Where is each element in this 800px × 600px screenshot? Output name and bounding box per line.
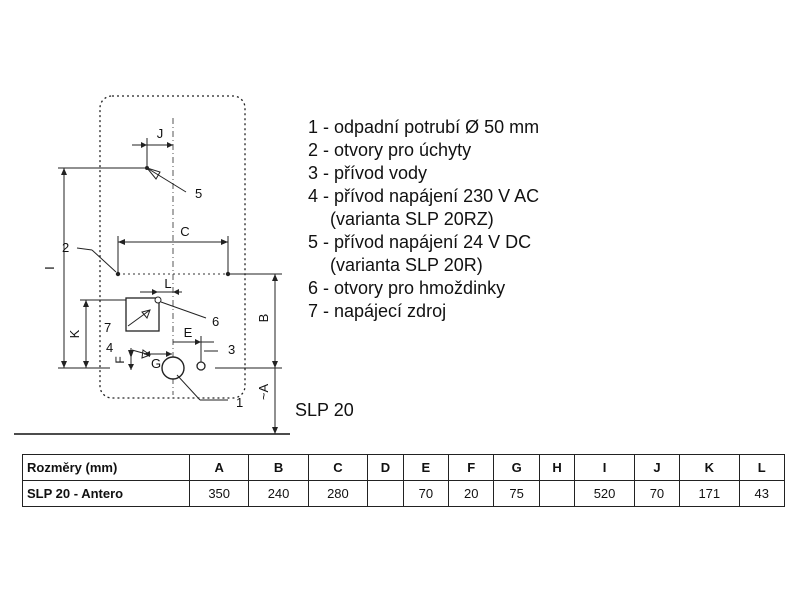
table-header-cell: A [188, 454, 250, 481]
dim-b-label: B [256, 314, 271, 323]
dim-j-label: J [157, 126, 164, 141]
table-header-cell: K [679, 454, 740, 481]
dim-k-arrow [83, 300, 89, 307]
callout-7: 7 [104, 320, 111, 335]
table-header-cell: I [574, 454, 635, 481]
dim-b-arrow [272, 274, 278, 281]
table-cell: 240 [248, 480, 309, 507]
dim-k-arrow [83, 361, 89, 368]
table-header-cell: E [402, 454, 450, 481]
dim-a-arrow [272, 427, 278, 434]
legend-item-1: 1 - odpadní potrubí Ø 50 mm [308, 117, 540, 137]
callout-2-leader [76, 247, 93, 251]
waste-pipe [161, 356, 185, 380]
table-cell: 350 [188, 480, 250, 507]
dim-c-label: C [180, 224, 189, 239]
table-header-cell: D [367, 454, 404, 481]
table-cell: 280 [307, 480, 369, 507]
table-cell: 43 [738, 480, 785, 507]
callout-1: 1 [236, 395, 243, 410]
legend-item-5-variant: (varianta SLP 20R) [330, 255, 483, 275]
dimensions-table: Rozměry (mm) A B C D E F G H I J K L SLP… [22, 454, 785, 507]
technical-drawing: J 5 I C 2 B ~A L K 7 6 [14, 95, 290, 435]
callout-5-arrow [145, 167, 161, 180]
dim-l-label: L [164, 276, 171, 291]
callout-4-arrow [141, 349, 152, 359]
callout-5-leader [146, 167, 187, 193]
callout-2: 2 [62, 240, 69, 255]
table-cell [367, 480, 404, 507]
legend-item-7: 7 - napájecí zdroj [308, 301, 447, 321]
table-cell: 20 [448, 480, 495, 507]
table-header-cell: C [307, 454, 369, 481]
legend-item-3: 3 - přívod vody [308, 163, 428, 183]
callout-7-leader [127, 309, 151, 327]
dim-g-arrow [166, 351, 172, 357]
legend-item-5: 5 - přívod napájení 24 V DC [308, 232, 532, 252]
dim-l-arrow [152, 289, 158, 295]
table-cell: 70 [402, 480, 450, 507]
dim-c-arrow [221, 239, 228, 245]
legend-item-4-variant: (varianta SLP 20RZ) [330, 209, 494, 229]
dim-e-arrow [195, 339, 201, 345]
dim-g-label: G [151, 356, 161, 371]
table-cell [538, 480, 576, 507]
power-supply-box [125, 297, 160, 332]
dim-e-label: E [184, 325, 193, 340]
mounting-hole [115, 271, 121, 277]
table-header-cell: H [538, 454, 576, 481]
callout-7-arrow [141, 309, 151, 319]
callout-6: 6 [212, 314, 219, 329]
legend-item-2: 2 - otvory pro úchyty [308, 140, 472, 160]
legend: 1 - odpadní potrubí Ø 50 mm 2 - otvory p… [308, 116, 539, 323]
callout-5: 5 [195, 186, 202, 201]
dim-f-arrow [128, 364, 134, 370]
table-header-cell: G [493, 454, 540, 481]
dim-j-arrow [141, 142, 147, 148]
dim-b-arrow [272, 361, 278, 368]
callout-2-leader [91, 249, 117, 273]
dim-i-label: I [42, 266, 57, 270]
dowel-hole [154, 296, 162, 304]
legend-item-4: 4 - přívod napájení 230 V AC [308, 186, 540, 206]
model-label: SLP 20 [295, 400, 354, 420]
table-cell: SLP 20 - Antero [22, 480, 190, 507]
table-header-cell: J [633, 454, 681, 481]
dim-i-arrow [61, 361, 67, 368]
table-row: SLP 20 - Antero 350 240 280 70 20 75 520… [22, 480, 785, 507]
dim-a-label: ~A [256, 384, 271, 401]
table-cell: 70 [633, 480, 681, 507]
callout-3: 3 [228, 342, 235, 357]
callout-4: 4 [106, 340, 113, 355]
dim-g-arrow [144, 351, 150, 357]
dim-f-label: F [113, 356, 127, 363]
dim-i-arrow [61, 168, 67, 175]
dim-l-arrow [173, 289, 179, 295]
table-cell: 75 [493, 480, 540, 507]
table-header-row: Rozměry (mm) A B C D E F G H I J K L [22, 454, 785, 481]
table-header-cell: B [248, 454, 309, 481]
table-cell: 520 [574, 480, 635, 507]
table-header-cell: F [448, 454, 495, 481]
callout-6-leader [160, 301, 207, 319]
dim-c-arrow [118, 239, 125, 245]
callout-1-leader [176, 374, 201, 401]
table-header-cell: L [738, 454, 785, 481]
dim-k-label: K [67, 329, 82, 338]
table-cell: 171 [679, 480, 740, 507]
table-header-cell: Rozměry (mm) [22, 454, 190, 481]
legend-item-6: 6 - otvory pro hmoždinky [308, 278, 506, 298]
water-inlet [196, 361, 206, 371]
unit-outline [99, 95, 246, 399]
dim-j-arrow [167, 142, 173, 148]
